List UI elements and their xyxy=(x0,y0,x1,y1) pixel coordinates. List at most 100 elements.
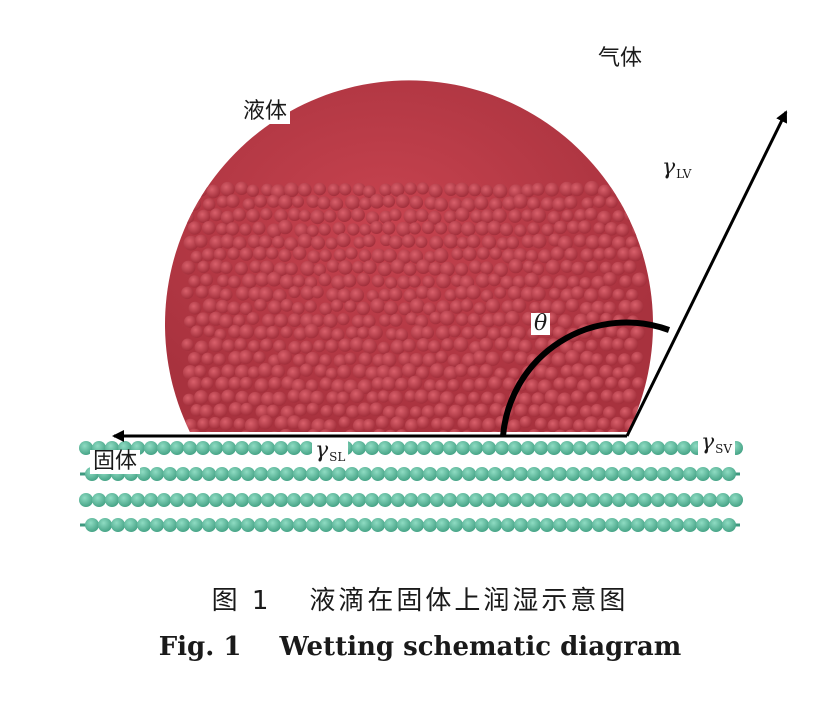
droplet-molecule xyxy=(307,250,321,264)
droplet-molecule xyxy=(345,326,359,340)
droplet-molecule xyxy=(628,246,643,262)
solid-atom xyxy=(469,441,483,455)
solid-atom xyxy=(540,518,554,532)
droplet-molecule xyxy=(221,364,236,379)
droplet-molecule xyxy=(469,417,483,432)
droplet-molecule xyxy=(534,417,548,431)
solid-atom xyxy=(696,518,710,532)
droplet-molecule xyxy=(591,275,606,290)
droplet-molecule xyxy=(208,366,222,380)
solid-atom xyxy=(677,441,691,455)
droplet-molecule xyxy=(439,310,455,326)
solid-atom xyxy=(287,493,301,507)
droplet-molecule xyxy=(519,416,532,428)
droplet-molecule xyxy=(377,341,390,355)
droplet-molecule xyxy=(184,315,197,328)
solid-atom xyxy=(384,518,398,532)
droplet-molecule xyxy=(618,377,631,391)
droplet-molecule xyxy=(306,194,320,208)
solid-atom xyxy=(521,441,535,455)
droplet-molecule xyxy=(345,247,358,260)
droplet-molecule xyxy=(435,350,448,364)
solid-atom xyxy=(612,441,626,455)
droplet-molecule xyxy=(454,182,470,198)
droplet-molecule xyxy=(457,416,471,430)
droplet-molecule xyxy=(247,366,260,379)
droplet-molecule xyxy=(528,404,542,418)
droplet-molecule xyxy=(468,183,482,197)
droplet-molecule xyxy=(319,326,334,341)
solid-atom xyxy=(111,518,125,532)
solid-atom xyxy=(670,467,684,481)
droplet-molecule xyxy=(502,350,516,364)
droplet-molecule xyxy=(557,235,573,251)
solid-atom xyxy=(248,493,262,507)
droplet-molecule xyxy=(325,367,338,380)
droplet-molecule xyxy=(501,300,515,314)
droplet-molecule xyxy=(267,300,282,315)
droplet-molecule xyxy=(422,353,437,368)
droplet-molecule xyxy=(433,248,449,263)
droplet-molecule xyxy=(487,327,501,341)
droplet-molecule xyxy=(507,285,522,301)
droplet-molecule xyxy=(545,259,561,275)
droplet-molecule xyxy=(522,260,536,273)
droplet-molecule xyxy=(249,260,262,274)
droplet-molecule xyxy=(415,208,429,222)
droplet-molecule xyxy=(531,392,545,406)
droplet-molecule xyxy=(571,363,586,378)
solid-atom xyxy=(560,493,574,507)
droplet-molecule xyxy=(227,247,240,260)
droplet-molecule xyxy=(190,325,204,339)
droplet-molecule xyxy=(209,259,225,274)
droplet-molecule xyxy=(564,247,578,261)
solid-atom xyxy=(157,493,171,507)
solid-atom xyxy=(365,441,379,455)
droplet-molecule xyxy=(344,352,357,365)
droplet-molecule xyxy=(258,414,273,430)
droplet-molecule xyxy=(258,286,274,302)
droplet-molecule xyxy=(603,301,617,315)
droplet-molecule xyxy=(319,302,332,316)
droplet-molecule xyxy=(208,337,224,353)
droplet-molecule xyxy=(339,183,352,196)
droplet-molecule xyxy=(403,288,417,303)
droplet-molecule xyxy=(600,389,614,403)
droplet-molecule xyxy=(255,272,270,287)
droplet-molecule xyxy=(319,377,333,391)
droplet-molecule xyxy=(220,261,233,274)
solid-atom xyxy=(98,518,112,532)
solid-atom xyxy=(566,518,580,532)
droplet-molecule xyxy=(260,183,274,197)
solid-atom xyxy=(274,441,288,455)
droplet-molecule xyxy=(200,377,214,390)
solid-atom xyxy=(358,467,372,481)
solid-atom xyxy=(514,518,528,532)
droplet-molecule xyxy=(476,247,490,260)
solid-atom xyxy=(261,441,275,455)
droplet-molecule xyxy=(612,210,625,223)
droplet-molecule xyxy=(330,299,344,312)
solid-atom xyxy=(215,518,229,532)
droplet-molecules xyxy=(181,180,647,432)
droplet-molecule xyxy=(470,209,484,223)
solid-atom xyxy=(651,493,665,507)
droplet-molecule xyxy=(481,391,495,405)
solid-atom xyxy=(508,441,522,455)
droplet-molecule xyxy=(531,286,546,302)
droplet-molecule xyxy=(402,338,416,353)
droplet-molecule xyxy=(182,393,196,406)
solid-atom xyxy=(235,493,249,507)
droplet-molecule xyxy=(239,302,253,315)
droplet-molecule xyxy=(524,272,539,288)
droplet-molecule xyxy=(462,378,476,393)
droplet-molecule xyxy=(580,248,594,262)
droplet-molecule xyxy=(466,234,481,249)
droplet-molecule xyxy=(345,195,360,210)
droplet-molecule xyxy=(460,299,474,312)
droplet-molecule xyxy=(502,377,517,392)
droplet-molecule xyxy=(494,286,507,299)
droplet-molecule xyxy=(358,352,373,367)
solid-atom xyxy=(644,467,658,481)
droplet-molecule xyxy=(462,404,478,419)
